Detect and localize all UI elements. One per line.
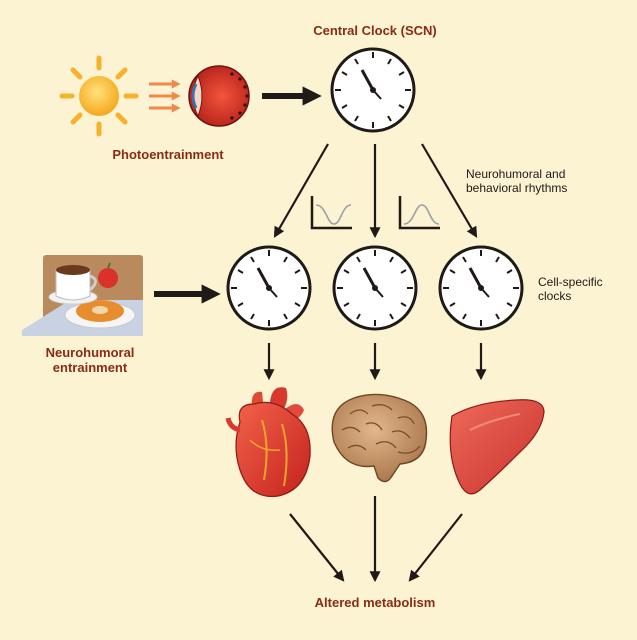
clock-icon [226, 245, 312, 331]
cell-specific-line1: Cell-specific [538, 275, 603, 289]
brain-icon [331, 393, 428, 483]
neurohumoral-entrainment-label: Neurohumoral entrainment [20, 345, 160, 376]
breakfast-icon [22, 255, 143, 336]
photoentrainment-label: Photoentrainment [112, 147, 224, 162]
rhythm-curve-icon [310, 196, 352, 230]
clock-icon [438, 245, 524, 331]
light-rays-icon [149, 79, 181, 113]
sun-icon [59, 55, 139, 137]
central-clock-label: Central Clock (SCN) [313, 23, 437, 38]
clock-icon [332, 245, 418, 331]
altered-metabolism-label: Altered metabolism [314, 595, 436, 610]
cell-specific-line2: clocks [538, 288, 572, 303]
rhythm-curve-icon [398, 196, 440, 230]
neurohumoral-behavioral-label: Neurohumoral and behavioral rhythms [466, 167, 626, 196]
neurohumoral-behavioral-line1: Neurohumoral and [466, 167, 566, 181]
cell-specific-clocks-label: Cell-specific clocks [538, 275, 628, 304]
neurohumoral-behavioral-line2: behavioral rhythms [466, 180, 568, 195]
neurohumoral-entrainment-line1: Neurohumoral [45, 345, 135, 360]
liver-icon [449, 399, 545, 495]
neurohumoral-entrainment-line2: entrainment [52, 359, 128, 375]
clock-icon [330, 47, 416, 133]
heart-icon [225, 387, 311, 498]
eye-icon [188, 65, 250, 127]
